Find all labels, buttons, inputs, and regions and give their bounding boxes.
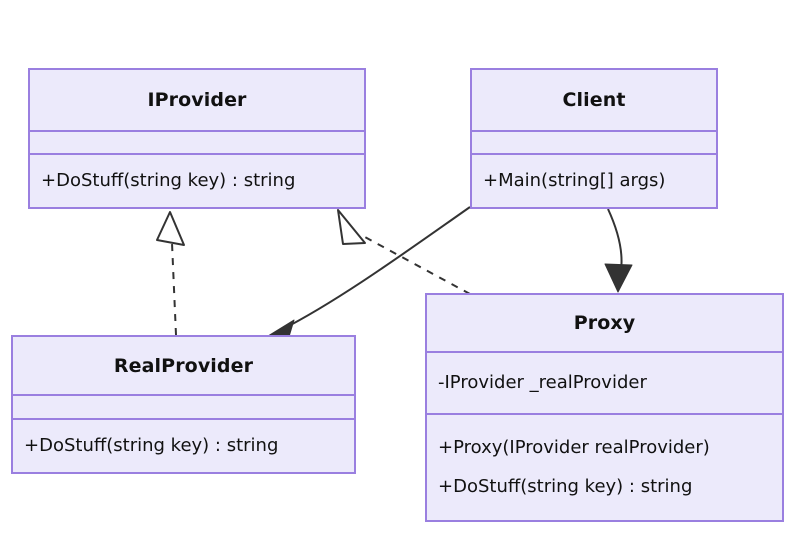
hollow-triangle-arrowhead <box>156 211 185 246</box>
class-box-iprovider[interactable]: IProvider +DoStuff(string key) : string <box>28 68 366 209</box>
attributes-compartment-client <box>472 130 716 153</box>
operations-compartment-iprovider: +DoStuff(string key) : string <box>30 153 364 207</box>
attributes-compartment-proxy: -IProvider _realProvider <box>427 351 782 413</box>
edge-proxy-implements-iprovider <box>337 209 471 295</box>
operation-item: +DoStuff(string key) : string <box>41 169 296 191</box>
attribute-item: -IProvider _realProvider <box>438 371 647 393</box>
operations-compartment-realprovider: +DoStuff(string key) : string <box>13 418 354 472</box>
operations-compartment-proxy: +Proxy(IProvider realProvider) +DoStuff(… <box>427 413 782 520</box>
class-name-iprovider: IProvider <box>147 89 247 111</box>
hollow-triangle-arrowhead <box>337 209 366 245</box>
class-box-proxy[interactable]: Proxy -IProvider _realProvider +Proxy(IP… <box>425 293 784 522</box>
edge-realprovider-implements-iprovider <box>156 211 185 336</box>
attributes-compartment-iprovider <box>30 130 364 153</box>
class-box-realprovider[interactable]: RealProvider +DoStuff(string key) : stri… <box>11 335 356 474</box>
filled-arrowhead <box>604 263 633 293</box>
operation-item: +Main(string[] args) <box>483 169 666 191</box>
operation-item: +DoStuff(string key) : string <box>438 475 693 497</box>
edge-client-uses-proxy <box>604 208 633 293</box>
class-name-client: Client <box>562 89 626 111</box>
operation-item: +DoStuff(string key) : string <box>24 434 279 456</box>
class-name-realprovider: RealProvider <box>113 354 254 377</box>
class-name-proxy: Proxy <box>573 312 636 334</box>
class-box-client[interactable]: Client +Main(string[] args) <box>470 68 718 209</box>
operations-compartment-client: +Main(string[] args) <box>472 153 716 207</box>
operation-item: +Proxy(IProvider realProvider) <box>438 437 710 459</box>
attributes-compartment-realprovider <box>13 394 354 418</box>
